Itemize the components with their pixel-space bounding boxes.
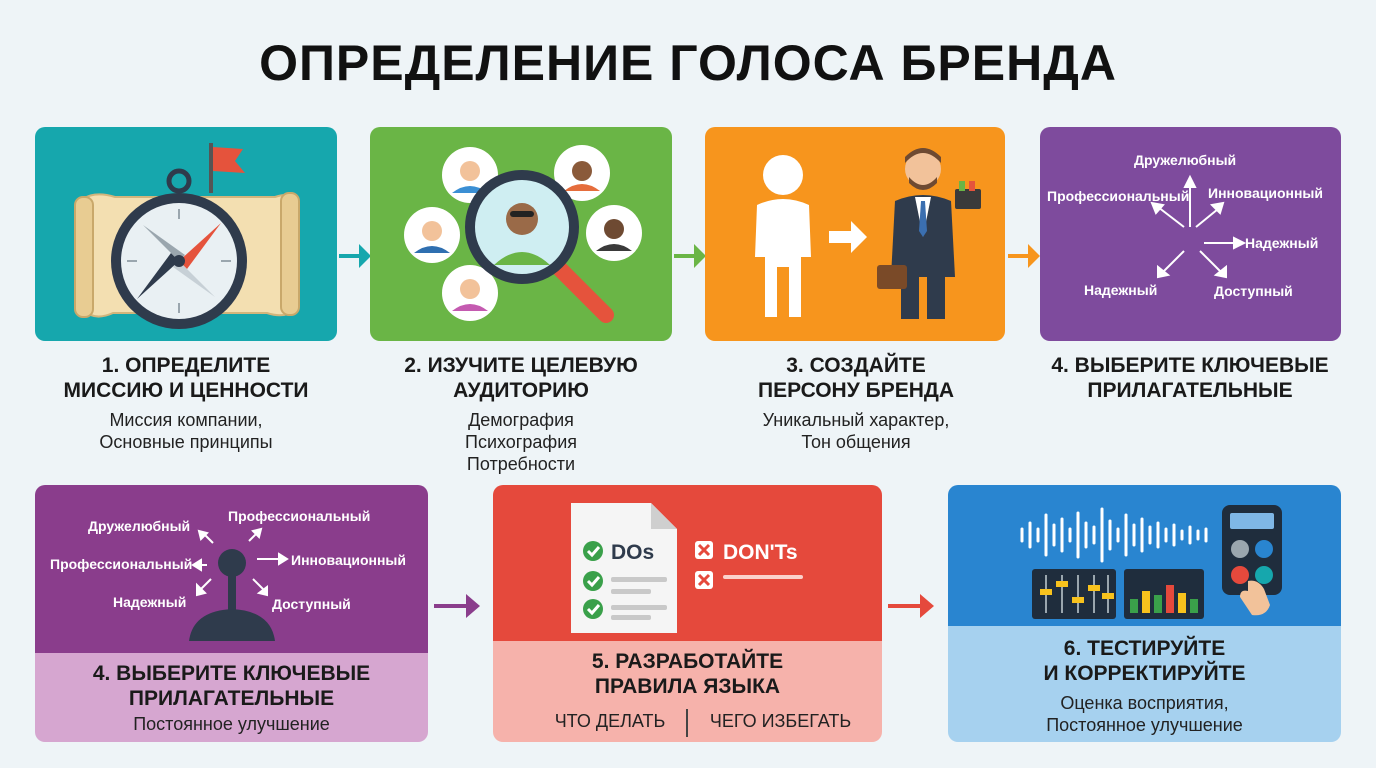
step-description-line: Основные принципы [99,432,273,452]
step-1-caption: 1. ОПРЕДЕЛИТЕ МИССИЮ И ЦЕННОСТИ Миссия к… [35,353,337,453]
step-heading: 4. ВЫБЕРИТЕ КЛЮЧЕВЫЕ [92,662,371,685]
dont-column-label: ЧЕГО ИЗБЕГАТЬ [709,711,852,731]
arrow-right-icon [339,244,371,268]
step-3-caption: 3. СОЗДАЙТЕ ПЕРСОНУ БРЕНДА Уникальный ха… [705,353,1007,453]
step-description: Постоянноe улучшение [133,714,330,734]
dos-donts-illustration: DOs DON'Ts [493,485,882,641]
column-divider [686,709,688,737]
step-heading: И КОРРЕКТИРУЙТЕ [1043,662,1246,685]
step-heading: 1. ОПРЕДЕЛИТЕ [101,354,271,377]
arrow-right-icon [434,594,480,618]
step-heading: ПРИЛАГАТЕЛЬНЫЕ [128,687,335,710]
dos-label: DOs [611,541,655,564]
arrow-right-icon [1008,244,1040,268]
adjectives-caption: 4. ВЫБЕРИТЕ КЛЮЧЕВЫЕ ПРИЛАГАТЕЛЬНЫЕ Пост… [35,653,428,742]
adjective-label: Надежный [1245,235,1319,251]
step-4-caption: 4. ВЫБЕРИТЕ КЛЮЧЕВЫЕ ПРИЛАГАТЕЛЬНЫЕ [1036,353,1344,403]
adjective-label: Дружелюбный [1134,152,1237,168]
adjective-label: Надежный [1084,282,1158,298]
mission-tile [35,127,337,341]
adjective-label: Профессиональный [50,556,193,572]
language-rules-caption: 5. РАЗРАБОТАЙТЕ ПРАВИЛА ЯЗЫКА ЧТО ДЕЛАТЬ… [493,641,882,742]
compass-map-icon [74,143,300,329]
donts-label: DON'Ts [723,541,798,564]
step-description-line: Уникальный характер, [762,410,950,430]
adjectives-illustration: Дружелюбный Профессиональный Профессиона… [35,485,428,653]
step-description-line: Потребности [466,454,576,474]
test-adjust-caption: 6. ТЕСТИРУЙТЕ И КОРРЕКТИРУЙТЕ Оценка вос… [948,626,1341,742]
step-description-line: Демография [468,410,574,430]
adjective-label: Доступный [1214,283,1293,299]
page-title: ОПРЕДЕЛЕНИЕ ГОЛОСА БРЕНДА [259,35,1117,91]
adjectives-box: Дружелюбный Профессиональный Профессиона… [35,485,428,742]
step-heading: МИССИЮ И ЦЕННОСТИ [63,379,309,402]
adjective-label: Инновационный [1208,185,1323,201]
step-heading: 5. РАЗРАБОТАЙТЕ [591,650,784,673]
persona-tile [705,127,1005,341]
step-description-line: Миссия компании, [109,410,263,430]
soundwave-mixer-icon [1020,505,1282,619]
step-description: Уникальный характер, Тон общения [705,409,1007,453]
adjective-label: Дружелюбный [88,518,191,534]
dos-donts-columns: ЧТО ДЕЛАТЬ ЧЕГО ИЗБЕГАТЬ [493,709,882,737]
audience-magnifier-icon [404,145,642,323]
test-adjust-box: 6. ТЕСТИРУЙТЕ И КОРРЕКТИРУЙТЕ Оценка вос… [948,485,1341,742]
test-illustration [948,485,1341,626]
language-rules-box: DOs DON'Ts 5. РАЗРАБОТАЙТЕ ПРАВИЛА ЯЗЫКА… [493,485,882,742]
adjectives-tile: Дружелюбный Профессиональный Инновационн… [1040,127,1341,341]
step-heading: ПРИЛАГАТЕЛЬНЫЕ [1087,379,1293,402]
step-heading: 4. ВЫБЕРИТЕ КЛЮЧЕВЫЕ [1051,354,1329,377]
arrow-right-icon [888,594,934,618]
step-heading: ПЕРСОНУ БРЕНДА [757,379,955,402]
step-description-line: Тон общения [801,432,911,452]
adjective-label: Доступный [272,596,351,612]
adjective-label: Инновационный [291,552,406,568]
step-description-line: Постоянное улучшение [1046,715,1243,735]
document-checklist-icon [571,503,803,633]
step-heading: 6. ТЕСТИРУЙТЕ [1063,637,1226,660]
step-heading: 3. СОЗДАЙТЕ [786,354,926,377]
adjective-arrows-icon [1150,174,1247,279]
persona-transformation-icon [755,148,981,319]
step-2-caption: 2. ИЗУЧИТЕ ЦЕЛЕВУЮ АУДИТОРИЮ Демография … [370,353,672,475]
audience-tile [370,127,672,341]
step-heading: 2. ИЗУЧИТЕ ЦЕЛЕВУЮ [404,354,638,377]
step-heading: АУДИТОРИЮ [453,379,589,402]
step-description-line: Оценка восприятия, [1060,693,1229,713]
adjective-label: Профессиональный [1047,188,1190,204]
joystick-icon [189,527,289,641]
step-description: Демография Психография Потребности [370,409,672,475]
arrow-right-icon [674,244,706,268]
step-description: Миссия компании, Основные принципы [35,409,337,453]
adjective-label: Надежный [113,594,187,610]
step-description: Оценка восприятия, Постоянное улучшение [948,692,1341,736]
adjective-label: Профессиональный [228,508,371,524]
step-heading: ПРАВИЛА ЯЗЫКА [594,675,781,698]
step-description-line: Психография [465,432,577,452]
do-column-label: ЧТО ДЕЛАТЬ [554,711,666,731]
